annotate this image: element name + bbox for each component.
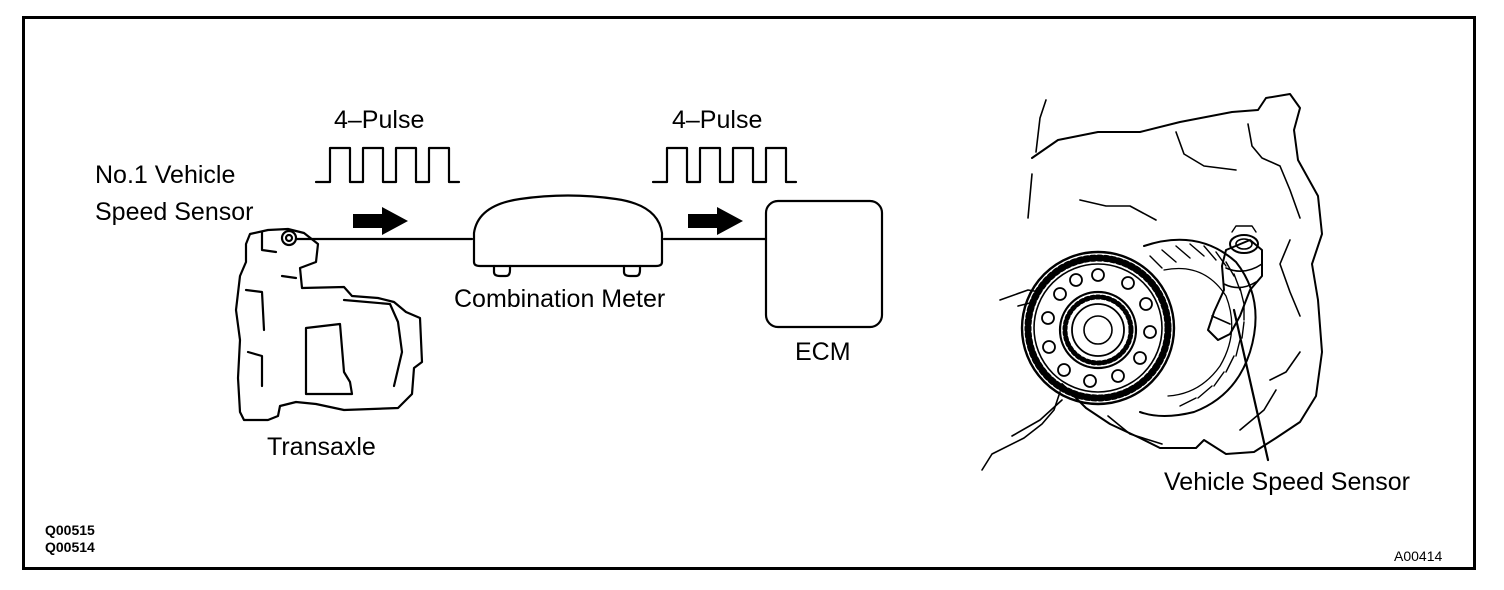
combination-meter-shape bbox=[472, 194, 664, 278]
figure-id: A00414 bbox=[1394, 548, 1443, 564]
pulse-label-right: 4–Pulse bbox=[672, 106, 763, 134]
vehicle-speed-sensor-label: Vehicle Speed Sensor bbox=[1164, 468, 1411, 496]
combination-meter-label: Combination Meter bbox=[454, 285, 666, 313]
ecm-box bbox=[764, 199, 884, 329]
ecm-label: ECM bbox=[795, 338, 851, 366]
transaxle-label: Transaxle bbox=[267, 433, 376, 461]
signal-arrow-right-icon bbox=[688, 207, 743, 235]
no1-vehicle-speed-sensor-label-line1: No.1 Vehicle bbox=[95, 161, 236, 189]
figure-code-1: Q00515 bbox=[45, 522, 95, 538]
no1-vehicle-speed-sensor-label-line2: Speed Sensor bbox=[95, 198, 254, 226]
differential-illustration bbox=[981, 93, 1323, 471]
pulse-label-left: 4–Pulse bbox=[334, 106, 425, 134]
pulse-waveform-left bbox=[314, 146, 461, 184]
figure-frame bbox=[22, 16, 1476, 570]
signal-arrow-left-icon bbox=[353, 207, 408, 235]
figure-code-2: Q00514 bbox=[45, 539, 95, 555]
pulse-waveform-right bbox=[651, 146, 798, 184]
transaxle-shape bbox=[234, 227, 424, 422]
sensor-leader-line bbox=[1232, 308, 1270, 462]
